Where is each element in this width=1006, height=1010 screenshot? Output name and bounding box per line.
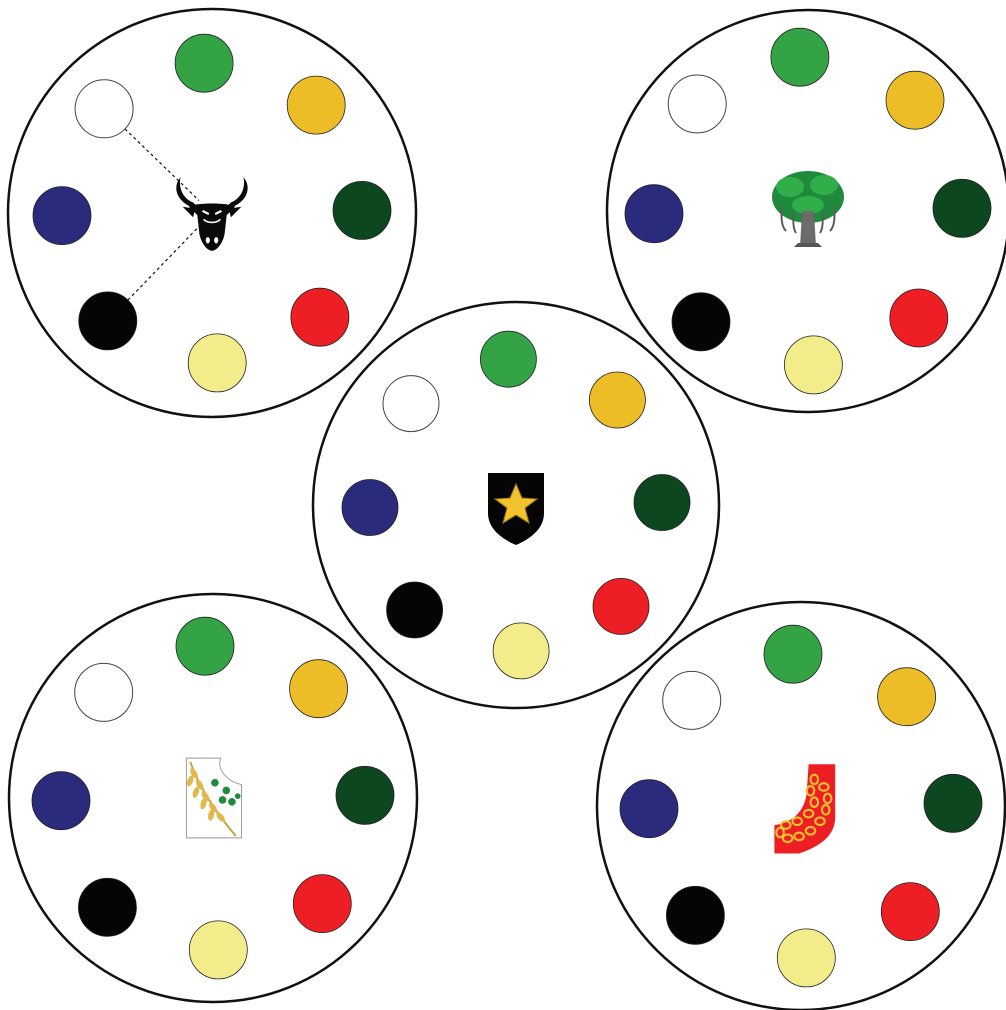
color-dot-black[interactable] [79, 292, 137, 350]
color-dot-green[interactable] [480, 331, 536, 387]
color-dot-navy[interactable] [32, 772, 90, 830]
color-dot-navy[interactable] [620, 780, 678, 838]
color-dot-navy[interactable] [342, 480, 398, 536]
color-dot-yellow[interactable] [589, 372, 645, 428]
wheel-bottom-right [597, 602, 1005, 1010]
color-dot-pale-yellow[interactable] [188, 334, 246, 392]
color-dot-pale-yellow[interactable] [189, 921, 247, 979]
color-dot-pale-yellow[interactable] [777, 929, 835, 987]
color-dot-dark-green[interactable] [924, 774, 982, 832]
color-dot-red[interactable] [293, 875, 351, 933]
color-dot-yellow[interactable] [878, 668, 936, 726]
color-dot-dark-green[interactable] [634, 475, 690, 531]
color-dot-dark-green[interactable] [336, 766, 394, 824]
color-dot-red[interactable] [890, 289, 948, 347]
color-dot-white[interactable] [75, 663, 133, 721]
wheels-layer [8, 9, 1006, 1010]
color-dot-black[interactable] [78, 878, 136, 936]
color-dot-red[interactable] [593, 578, 649, 634]
color-dot-navy[interactable] [625, 185, 683, 243]
wheel-top-left [8, 9, 416, 417]
color-dot-white[interactable] [663, 671, 721, 729]
color-dot-red[interactable] [881, 883, 939, 941]
color-dot-green[interactable] [175, 34, 233, 92]
color-dot-pale-yellow[interactable] [493, 623, 549, 679]
color-dot-yellow[interactable] [886, 71, 944, 129]
color-dot-green[interactable] [764, 625, 822, 683]
color-dot-dark-green[interactable] [333, 181, 391, 239]
color-dot-pale-yellow[interactable] [784, 336, 842, 394]
color-dot-green[interactable] [176, 617, 234, 675]
color-dot-navy[interactable] [33, 187, 91, 245]
color-dot-yellow[interactable] [290, 660, 348, 718]
color-dot-white[interactable] [668, 75, 726, 133]
wheel-center [313, 302, 719, 708]
color-dot-red[interactable] [291, 288, 349, 346]
wheel-bottom-left [9, 594, 417, 1002]
color-dot-black[interactable] [666, 886, 724, 944]
color-dot-white[interactable] [75, 80, 133, 138]
color-dot-black[interactable] [672, 293, 730, 351]
color-dot-yellow[interactable] [287, 76, 345, 134]
wheel-top-right [607, 10, 1006, 412]
color-dot-black[interactable] [387, 582, 443, 638]
color-dot-dark-green[interactable] [933, 179, 991, 237]
color-dot-white[interactable] [383, 376, 439, 432]
color-dot-green[interactable] [771, 28, 829, 86]
